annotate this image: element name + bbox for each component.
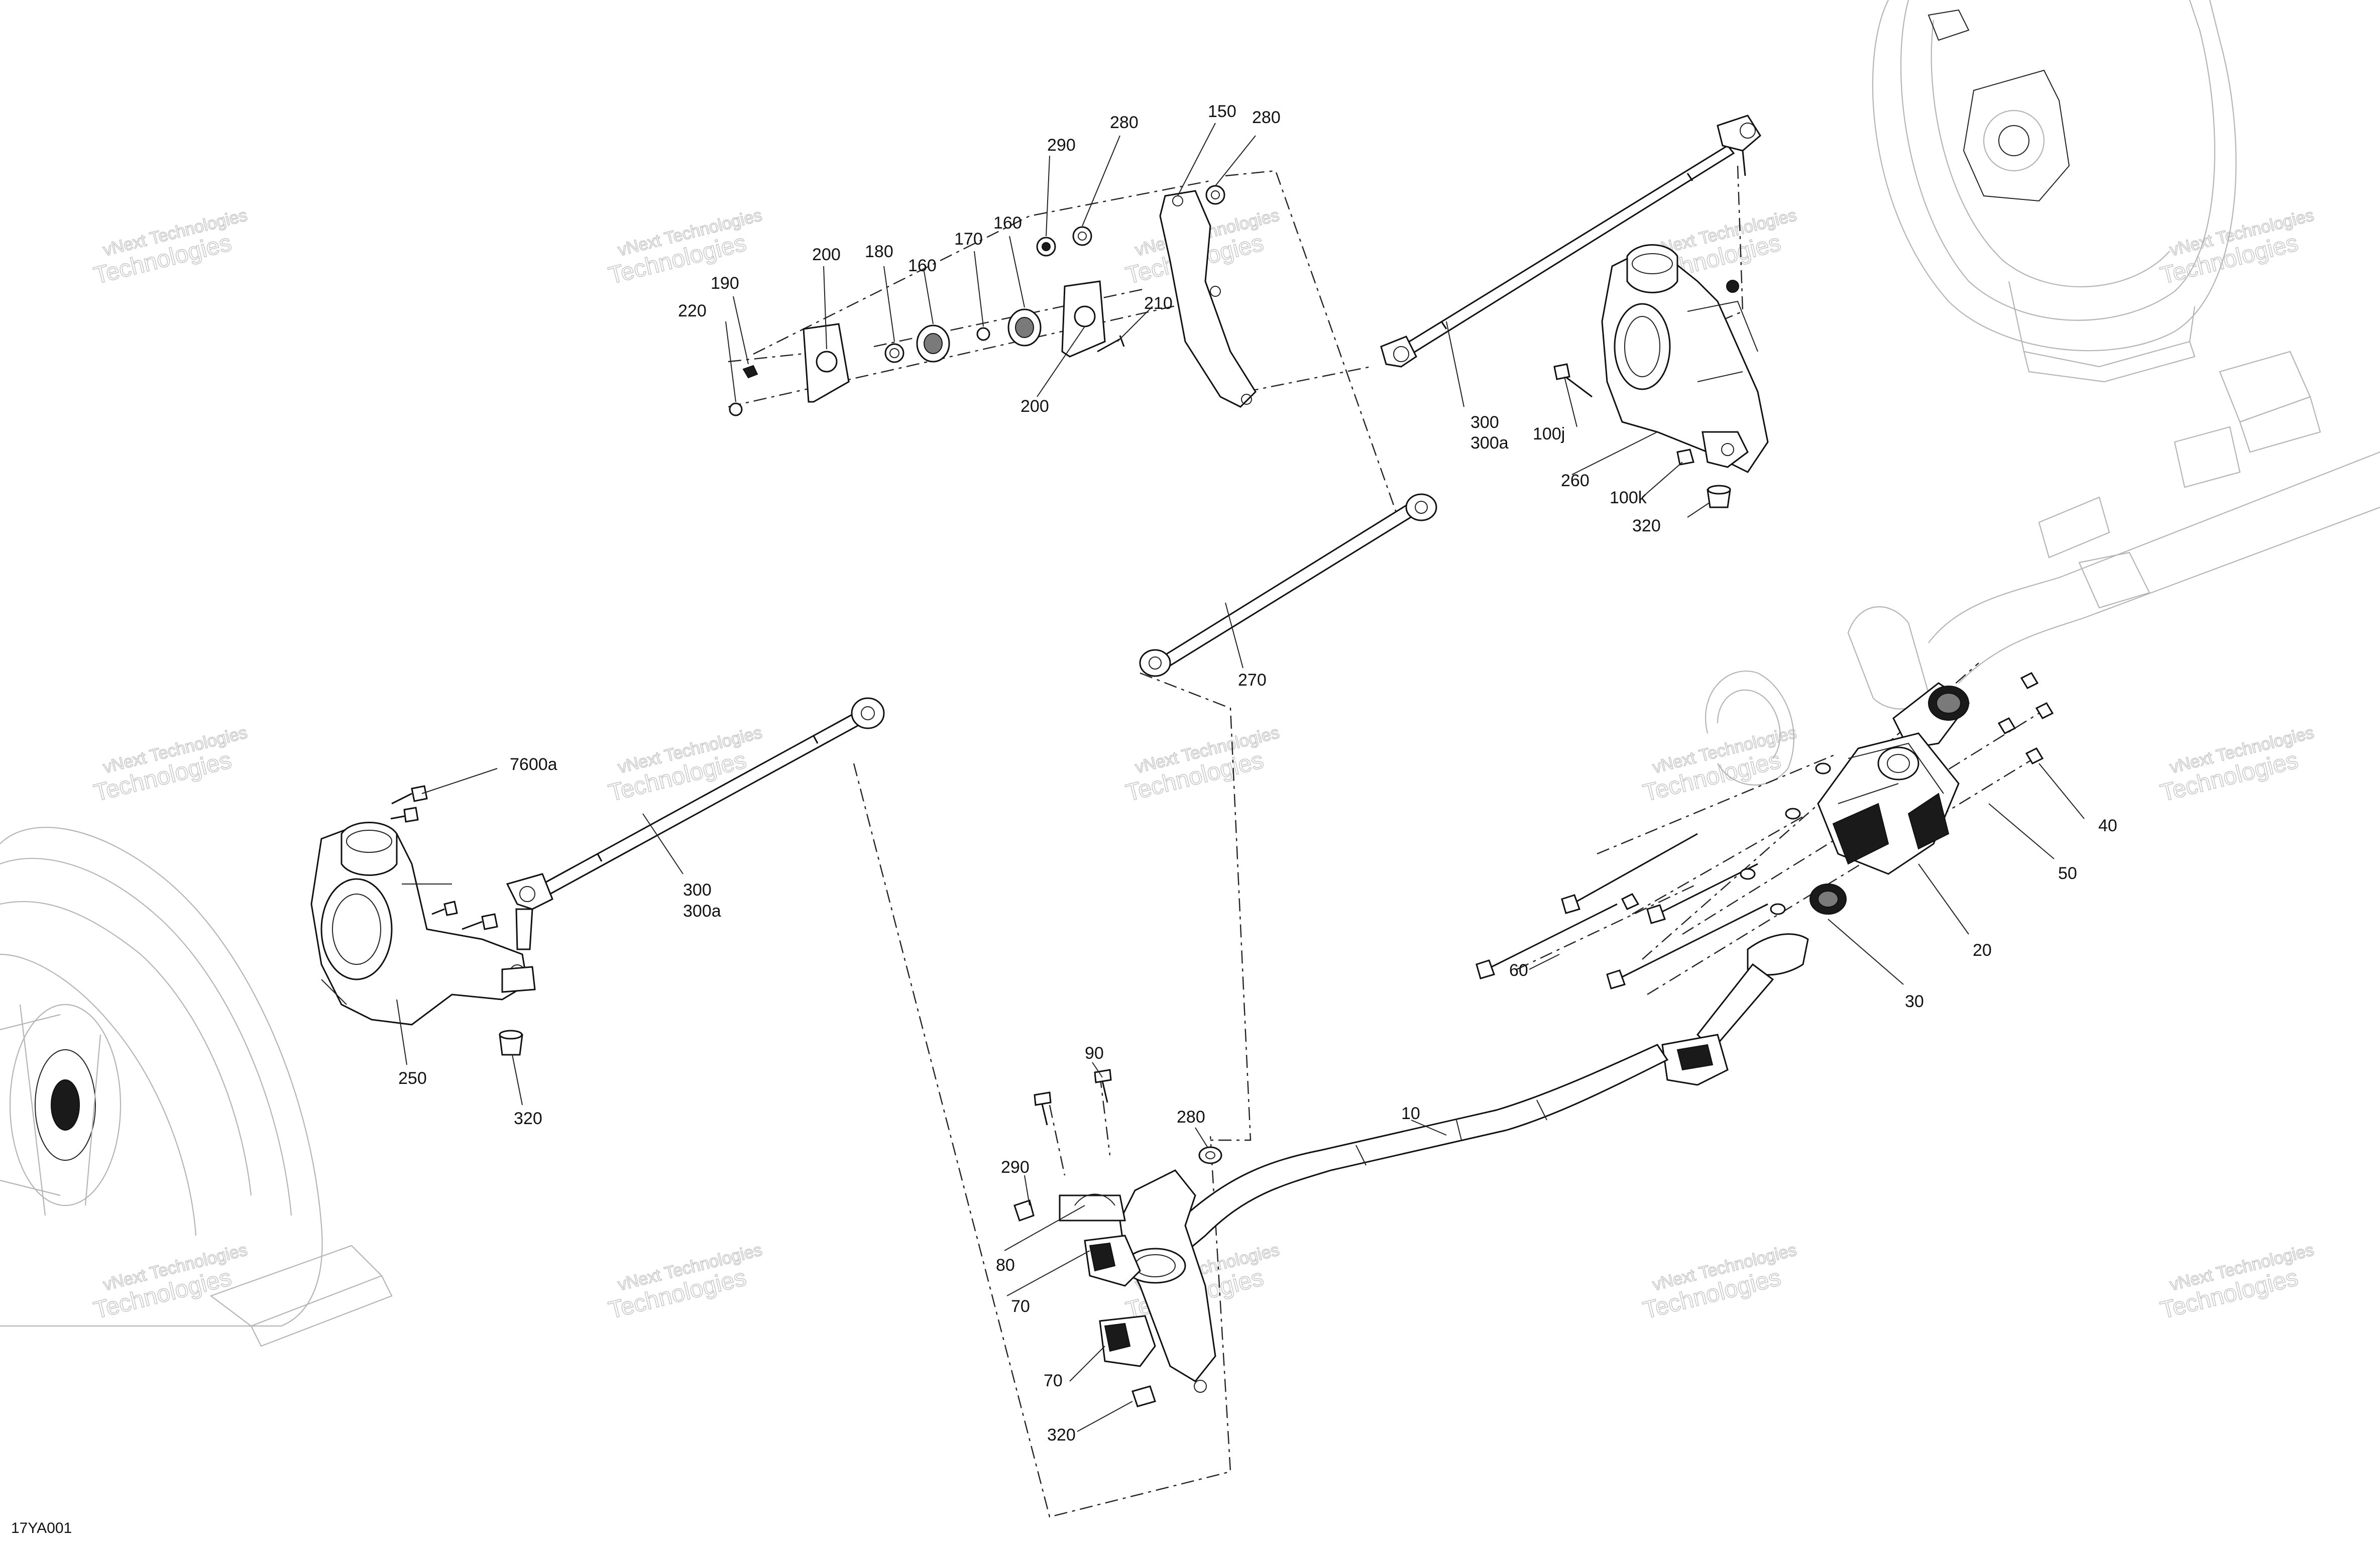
- steering-shaft-10: [1154, 933, 1809, 1262]
- lower-bracket-assembly: [1059, 1169, 1216, 1393]
- callout-60: 60: [1509, 961, 1528, 980]
- callout-70: 70: [1011, 1297, 1030, 1316]
- callout-290: 290: [1001, 1158, 1030, 1177]
- callout-30: 30: [1905, 992, 1924, 1011]
- callout-280: 280: [1252, 108, 1281, 127]
- steering-column-upper: [1809, 682, 1970, 915]
- callout-270: 270: [1238, 671, 1267, 690]
- knuckle-right: [1601, 244, 1769, 473]
- callout-300: 300: [683, 880, 712, 900]
- callout-70: 70: [1044, 1371, 1063, 1390]
- callout-300a: 300a: [683, 902, 721, 921]
- tie-rod-left: [506, 697, 885, 950]
- callout-50: 50: [2058, 864, 2077, 883]
- lower-left-wheel: [0, 827, 393, 1347]
- callout-100j: 100j: [1533, 424, 1565, 444]
- callout-300: 300: [1470, 413, 1499, 432]
- tie-rod-middle-270: [1139, 493, 1437, 677]
- callout-10: 10: [1401, 1104, 1420, 1123]
- callout-280: 280: [1110, 113, 1139, 132]
- top-bearing-stack: [729, 185, 1225, 416]
- callout-160: 160: [908, 256, 937, 275]
- top-bracket-150: [1159, 190, 1257, 408]
- callout-90: 90: [1085, 1044, 1104, 1063]
- knuckle-left: [310, 822, 536, 1026]
- callout-80: 80: [996, 1256, 1015, 1275]
- callout-290: 290: [1047, 136, 1076, 155]
- leader-lines: [396, 123, 2085, 1432]
- callout-260: 260: [1561, 471, 1590, 490]
- callout-labels: 290 280 150 280 200 180 160 170 160 190 …: [398, 102, 2117, 1445]
- callout-20: 20: [1973, 941, 1992, 960]
- callout-150: 150: [1208, 102, 1236, 121]
- callout-190: 190: [711, 274, 739, 293]
- callout-180: 180: [865, 242, 893, 261]
- callout-210: 210: [1144, 294, 1173, 313]
- callout-320: 320: [514, 1109, 542, 1128]
- callout-40: 40: [2098, 816, 2117, 835]
- callout-200: 200: [812, 245, 841, 264]
- callout-200: 200: [1021, 397, 1049, 416]
- callout-100k: 100k: [1610, 488, 1647, 507]
- callout-7600a: 7600a: [510, 755, 557, 774]
- callout-280: 280: [1177, 1108, 1205, 1127]
- figure-code: 17YA001: [11, 1520, 72, 1536]
- tie-rod-upper-right: [1380, 115, 1761, 368]
- callout-300a: 300a: [1470, 433, 1509, 453]
- callout-320: 320: [1047, 1425, 1076, 1445]
- callout-160: 160: [993, 213, 1022, 233]
- callout-250: 250: [398, 1069, 427, 1088]
- callout-170: 170: [954, 230, 983, 249]
- fasteners: [390, 363, 2054, 1407]
- callout-320: 320: [1632, 516, 1661, 535]
- upper-right-wheel: [1872, 0, 2237, 383]
- right-steering-column-context: [1705, 351, 2380, 786]
- callout-220: 220: [678, 301, 707, 320]
